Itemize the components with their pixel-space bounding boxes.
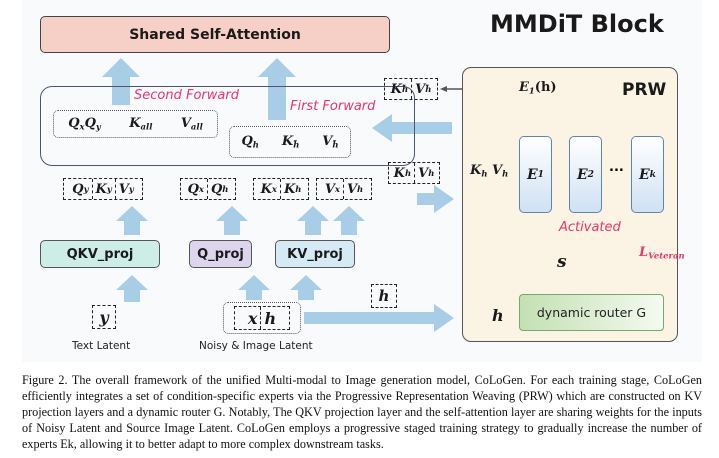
shared-self-attention-box: Shared Self-Attention [40,16,390,53]
text-latent-label: Text Latent [72,340,131,352]
noisy-image-latent-label: Noisy & Image Latent [199,340,313,352]
h-side-token: h [371,284,397,308]
expert-output-label: E1(h) [519,80,557,96]
token-vh-tilde: Vh̃ [322,134,339,150]
kv-up-arrow-k [297,206,329,235]
tokens-to-prw-arrow [417,185,454,213]
x-to-qproj-arrow [238,275,270,300]
forward-container [40,86,415,166]
kv-h-label: Kh Vh [470,163,509,179]
mmdit-block-title: MMDiT Block [490,10,664,38]
y-symbol: y [99,307,109,327]
token-kh-tilde: Kh̃ [281,134,300,150]
noisy-image-latent-group [223,302,301,334]
kv-proj-label: KV_proj [287,246,343,262]
first-forward-label: First Forward [290,99,376,114]
qkv-proj-label: QKV_proj [66,246,134,262]
experts-ellipsis: ... [609,160,624,175]
token-qxqy: QxQy [68,116,101,132]
first-forward-tokens: Qh Kh̃ Vh̃ [229,126,351,158]
prw-h-input: h [492,306,504,325]
token-vall: Vall [180,116,203,132]
first-forward-arrow [258,58,296,120]
second-forward-tokens: QxQy Kall Vall [53,110,218,138]
token-kall: Kall [129,116,153,132]
x-symbol: x [245,307,262,329]
activated-label: Activated [559,220,621,235]
q-proj-box: Q_proj [189,240,252,268]
prw-to-forward-arrow [372,114,452,142]
h-to-kvproj-arrow [290,275,322,300]
q-proj-label: Q_proj [197,246,244,262]
h-side-symbol: h [378,287,390,305]
y-up-arrow [116,275,148,302]
h-to-prw-arrow [304,304,454,332]
h-symbol: h [264,308,277,328]
qproj-up-arrow [216,206,248,235]
dynamic-router-box: dynamic router G [519,294,664,331]
qkv-proj-box: QKV_proj [40,240,160,268]
text-latent-token: y [92,305,116,329]
second-forward-arrow [102,58,140,105]
kv-up-arrow-v [333,206,365,235]
veteran-loss-label: LVeteran [639,245,685,261]
token-qh: Qh [241,134,259,150]
second-forward-label: Second Forward [134,88,239,103]
qkv-up-arrow [116,206,148,235]
shared-self-attention-label: Shared Self-Attention [129,26,301,43]
router-score: s [557,252,567,272]
prw-label: PRW [622,80,667,100]
figure-caption: Figure 2. The overall framework of the u… [22,373,702,451]
figure-canvas: MMDiT Block Shared Self-Attention [22,0,702,362]
dynamic-router-label: dynamic router G [536,305,647,320]
noisy-image-latent-tokens: x h [234,306,290,330]
kv-proj-box: KV_proj [275,240,355,268]
